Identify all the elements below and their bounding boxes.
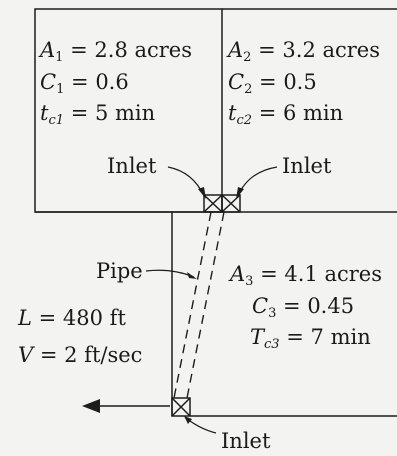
watershed-2-time: tc2 = 6 min — [228, 101, 344, 128]
watershed-1-coefficient: C1 = 0.6 — [40, 70, 129, 97]
lower-inlet-icon — [171, 397, 191, 417]
pipe-velocity: V = 2 ft/sec — [18, 343, 143, 367]
pipe-dashed-lines — [173, 211, 225, 399]
inlet-label-left: Inlet — [107, 154, 157, 178]
upper-inlet-icon — [203, 194, 241, 213]
watershed-1-time: tc1 = 5 min — [40, 101, 156, 128]
watershed-3-area: A3 = 4.1 acres — [230, 262, 383, 289]
watershed-3-coefficient: C3 = 0.45 — [252, 294, 355, 321]
inlet-label-bottom: Inlet — [221, 429, 271, 453]
outflow-arrow-icon — [82, 399, 170, 413]
watershed-1-area: A1 = 2.8 acres — [40, 38, 193, 65]
watershed-3-time: Tc3 = 7 min — [250, 325, 371, 352]
pipe-length: L = 480 ft — [18, 306, 126, 330]
watershed-2-area: A2 = 3.2 acres — [228, 38, 381, 65]
pipe-label: Pipe — [96, 259, 143, 283]
inlet-label-right: Inlet — [282, 154, 332, 178]
watershed-2-coefficient: C2 = 0.5 — [228, 70, 317, 97]
